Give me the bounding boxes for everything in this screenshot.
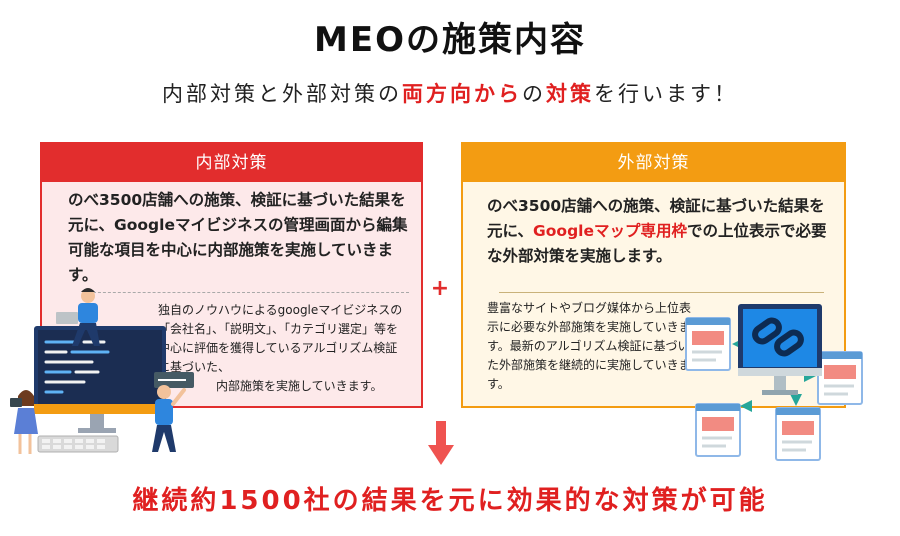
outer-measures-detail: 豊富なサイトやブログ媒体から上位表示に必要な外部施策を実施していきます。最新のア… — [487, 301, 692, 391]
page-subtitle: 内部対策と外部対策の両方向からの対策を行います！ — [0, 78, 900, 108]
page-title: MEOの施策内容 — [314, 20, 586, 60]
outer-measures-header: 外部対策 — [463, 144, 844, 182]
outer-measures-main-text: のべ3500店舗への施策、検証に基づいた結果を元に、Googleマップ専用枠での… — [487, 194, 832, 269]
subtitle-part2: の — [522, 82, 546, 106]
plus-sign: + — [430, 276, 450, 301]
inner-divider — [88, 292, 409, 293]
inner-measures-detail: 独自のノウハウによるgoogleマイビジネスの「会社名」、「説明文」、「カテゴリ… — [158, 301, 407, 396]
outer-divider — [499, 292, 824, 293]
inner-measures-panel: 内部対策 のべ3500店舗への施策、検証に基づいた結果を元に、Googleマイビ… — [40, 142, 423, 408]
outer-measures-panel: 外部対策 のべ3500店舗への施策、検証に基づいた結果を元に、Googleマップ… — [461, 142, 846, 408]
down-arrow-icon — [428, 421, 454, 467]
inner-measures-header: 内部対策 — [42, 144, 421, 182]
developers-computer-illustration — [8, 286, 198, 466]
outer-main-text-2: での上位表示で必要な外部対策を実施します。 — [487, 222, 827, 265]
outer-main-highlight: Googleマップ専用枠 — [533, 222, 687, 240]
subtitle-highlight2: 対策 — [546, 82, 594, 106]
inner-detail-text: 独自のノウハウによるgoogleマイビジネスの「会社名」、「説明文」、「カテゴリ… — [158, 303, 403, 374]
inner-measures-main-text: のべ3500店舗への施策、検証に基づいた結果を元に、Googleマイビジネスの管… — [68, 191, 408, 284]
linked-webpages-monitor-illustration — [680, 296, 870, 471]
subtitle-highlight: 両方向から — [402, 82, 522, 106]
outer-main-text-1: のべ3500店舗への施策、検証に基づいた結果を元に、 — [487, 197, 825, 240]
subtitle-part1: 内部対策と外部対策の — [162, 82, 402, 106]
inner-detail-last: 内部施策を実施していきます。 — [216, 379, 383, 393]
subtitle-part3: を行います！ — [594, 82, 738, 106]
conclusion-text: 継続約1500社の結果を元に効果的な対策が可能 — [132, 486, 768, 516]
